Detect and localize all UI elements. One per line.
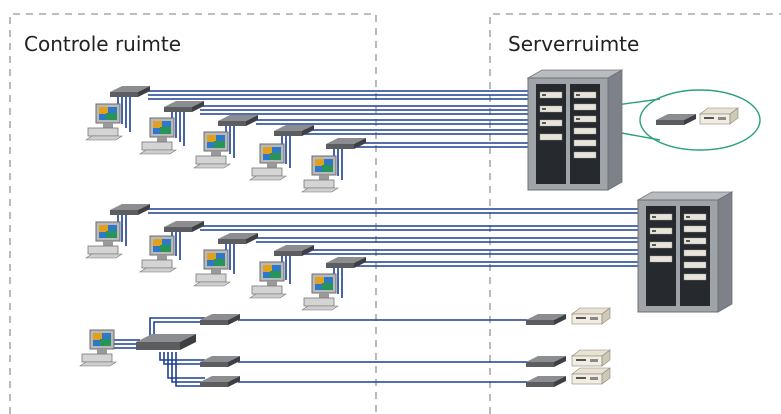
computer-icon: [193, 131, 231, 169]
kvm-extender-icon: [110, 86, 150, 97]
server-room-border: [489, 13, 781, 414]
server-unit-icon: [571, 307, 611, 325]
server-unit-icon: [699, 107, 739, 125]
computer-icon: [249, 261, 287, 299]
zone-borders: [9, 13, 781, 414]
kvm-extender-icon: [164, 101, 204, 112]
kvm-extender-icon: [110, 204, 150, 215]
kvm-extender-icon: [200, 314, 240, 325]
computer-icon: [301, 155, 339, 193]
kvm-extender-icon: [526, 376, 566, 387]
kvm-extender-icon: [656, 114, 696, 125]
kvm-switch-icon: [136, 334, 196, 350]
computer-icon: [139, 235, 177, 273]
kvm-extender-icon: [218, 115, 258, 126]
computer-icon: [193, 249, 231, 287]
kvm-extender-icon: [526, 314, 566, 325]
cables-group-2: [117, 208, 640, 298]
kvm-extender-icon: [526, 356, 566, 367]
computer-icon: [85, 103, 123, 141]
server-rack-icon: [527, 69, 623, 191]
computer-icon: [85, 221, 123, 259]
kvm-extender-icon: [200, 356, 240, 367]
zoom-circle: [639, 89, 761, 151]
computer-icon: [139, 117, 177, 155]
server-room-label: Serverruimte: [508, 32, 640, 56]
kvm-extender-icon: [164, 221, 204, 232]
control-room-label: Controle ruimte: [24, 32, 182, 56]
server-unit-icon: [571, 349, 611, 367]
computer-icon: [301, 273, 339, 311]
server-rack-icon: [637, 191, 733, 313]
computer-icon: [249, 143, 287, 181]
server-unit-icon: [571, 367, 611, 385]
computer-icon: [79, 329, 117, 367]
kvm-extender-icon: [200, 376, 240, 387]
control-room-border: [9, 13, 377, 414]
cables-group-3: [112, 317, 530, 387]
kvm-extender-icon: [218, 233, 258, 244]
